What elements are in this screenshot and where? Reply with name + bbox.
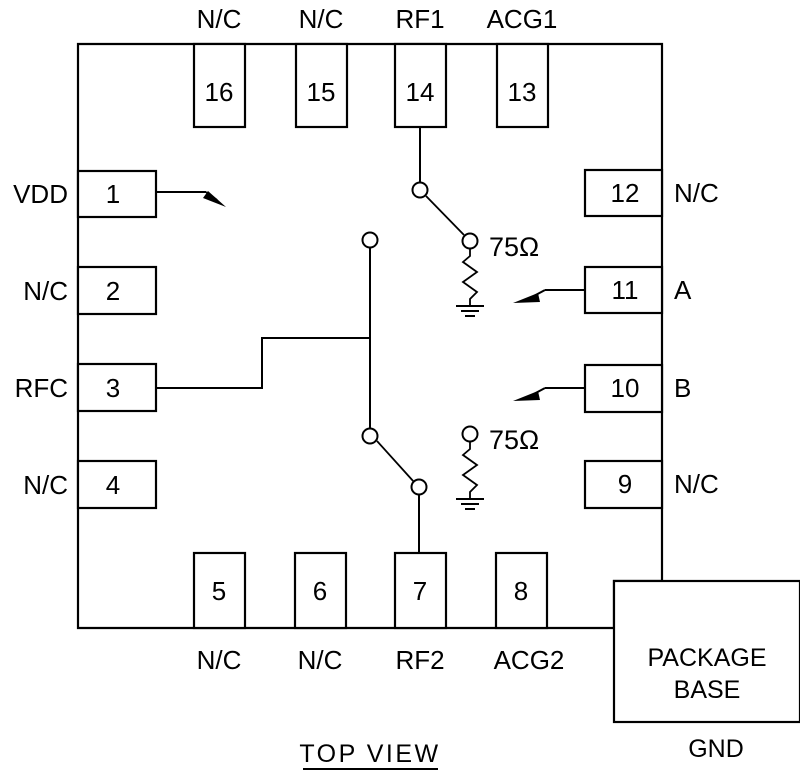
pin-label-5: N/C [197,645,242,675]
package-base-net-label: GND [688,735,744,763]
pin-box-11[interactable] [583,265,664,315]
pin-box-13[interactable] [495,42,550,129]
pin-number-7: 7 [413,576,427,606]
package-base-label-line2: BASE [674,676,741,704]
lower-switch-blade [376,440,415,483]
pin-label-4: N/C [23,470,68,500]
upper-switch-blade [425,195,465,236]
pin-label-8: ACG2 [494,645,565,675]
right-pin-boxes [583,168,664,510]
upper-switch-throw-node [461,232,479,250]
pin-label-16: N/C [197,4,242,34]
rfc-routing-wire [156,337,370,389]
pin-label-14: RF1 [395,4,444,34]
pin-box-8[interactable] [494,551,549,630]
pin-number-8: 8 [514,576,528,606]
pin-number-6: 6 [313,576,327,606]
pin-box-15[interactable] [294,42,349,129]
pin-label-3: RFC [15,373,68,403]
pin-box-1[interactable] [76,169,158,219]
pin-label-2: N/C [23,276,68,306]
rfc-common-top-node [361,231,379,249]
pin-box-5[interactable] [192,551,247,630]
pin-label-13: ACG1 [487,4,558,34]
pin-label-15: N/C [299,4,344,34]
pin-number-2: 2 [106,276,120,306]
pin-box-9[interactable] [583,459,664,510]
vdd-annotation-arrow [156,191,226,207]
top-pin-boxes [192,42,550,129]
pin-label-11: A [674,275,692,305]
pin-number-12: 12 [611,178,640,208]
pin-number-1: 1 [106,179,120,209]
pin-label-1: VDD [13,179,68,209]
bottom-pin-boxes [192,551,549,630]
pin-label-7: RF2 [395,645,444,675]
pin-number-14: 14 [406,77,435,107]
pin-number-15: 15 [307,77,336,107]
lower-termination-resistor [456,425,484,510]
resistor-value-top: 75Ω [489,232,539,262]
pin-box-4[interactable] [76,459,158,510]
pin-box-3[interactable] [76,362,158,413]
package-base-box[interactable] [612,579,800,724]
pin-number-16: 16 [205,77,234,107]
package-base-label-line1: PACKAGE [647,644,766,672]
upper-termination-resistor [456,249,484,317]
pin-label-10: B [674,373,691,403]
control-b-annotation-arrow [513,387,585,401]
lower-resistor-top-node [461,425,479,443]
lower-switch-throw-node [410,478,428,496]
pin-label-12: N/C [674,178,719,208]
pin-number-4: 4 [106,470,120,500]
control-a-annotation-arrow [513,289,585,303]
pin-label-6: N/C [298,645,343,675]
pin-number-5: 5 [212,576,226,606]
left-pin-boxes [76,169,158,510]
pin-number-11: 11 [612,275,639,305]
pin-label-9: N/C [674,469,719,499]
pin-box-16[interactable] [192,42,247,129]
top-view-caption: TOP VIEW [299,740,440,768]
pin-number-13: 13 [508,77,537,107]
pin-number-3: 3 [106,373,120,403]
pin-number-9: 9 [618,469,632,499]
resistor-value-bottom: 75Ω [489,425,539,455]
pin-number-10: 10 [611,373,640,403]
pin-box-12[interactable] [583,168,664,218]
upper-switch-pivot-node [411,181,429,199]
pin-box-6[interactable] [293,551,348,630]
pin-box-2[interactable] [76,265,158,316]
lower-switch-pivot-node [361,427,379,445]
pin-box-7[interactable] [393,551,448,630]
